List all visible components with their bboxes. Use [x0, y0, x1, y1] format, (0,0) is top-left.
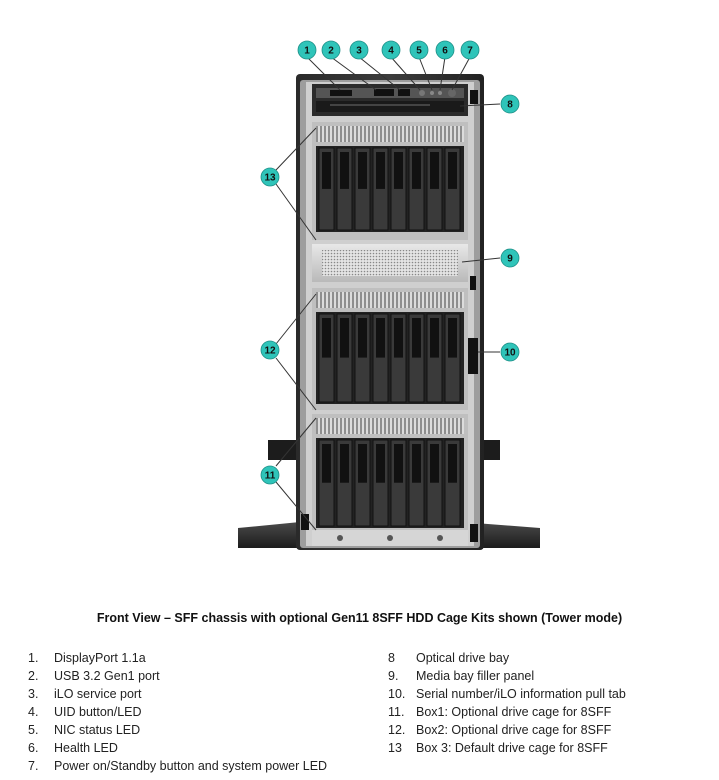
displayport-port: [330, 90, 352, 96]
legend-item: 2. USB 3.2 Gen1 port: [28, 667, 327, 685]
legend-item-text: Power on/Standby button and system power…: [54, 759, 328, 773]
legend-item-number: 1.: [28, 651, 39, 665]
callout-label: 5: [416, 46, 422, 57]
ilo-service-port: [398, 89, 410, 96]
callout-13: 13: [260, 167, 280, 187]
legend-item-text: NIC status LED: [54, 723, 141, 737]
callout-label: 11: [265, 471, 276, 482]
media-bay-filler-panel: [312, 244, 468, 282]
callout-10: 10: [500, 342, 520, 362]
figure-caption: Front View – SFF chassis with optional G…: [96, 611, 623, 625]
legend-item-number: 13: [388, 741, 402, 755]
callout-6: 6: [435, 40, 455, 60]
callout-label: 6: [442, 46, 448, 57]
legend-item-number: 8: [388, 651, 395, 665]
legend-item: 8 Optical drive bay: [388, 649, 626, 667]
callout-5: 5: [409, 40, 429, 60]
legend-item-text: Health LED: [54, 741, 118, 755]
callout-label: 1: [304, 46, 310, 57]
legend-item-number: 11.: [388, 705, 405, 719]
legend-item-number: 4.: [28, 705, 39, 719]
legend-item-number: 3.: [28, 687, 39, 701]
legend-item-text: iLO service port: [54, 687, 142, 701]
callout-label: 12: [264, 346, 276, 357]
foot-left: [238, 522, 300, 548]
legend-item: 11. Box1: Optional drive cage for 8SFF: [388, 703, 626, 721]
nic-status-led: [430, 91, 434, 95]
callout-4: 4: [381, 40, 401, 60]
legend-left-column: 1. DisplayPort 1.1a 2. USB 3.2 Gen1 port 3. i…: [28, 649, 327, 775]
legend-item-text: Box1: Optional drive cage for 8SFF: [416, 705, 612, 719]
legend-item-number: 6.: [28, 741, 39, 755]
legend-item-number: 5.: [28, 723, 39, 737]
legend-item-text: Box 3: Default drive cage for 8SFF: [416, 741, 608, 755]
usb-port: [374, 89, 394, 96]
callout-3: 3: [349, 40, 369, 60]
legend-item-number: 9.: [388, 669, 399, 683]
legend-item: 4. UID button/LED: [28, 703, 327, 721]
legend-item: 7. Power on/Standby button and system pow…: [28, 757, 327, 775]
callout-9: 9: [500, 248, 520, 268]
legend-item-text: Box2: Optional drive cage for 8SFF: [416, 723, 612, 737]
serial-pull-tab: [468, 338, 478, 374]
callout-label: 10: [504, 348, 516, 359]
optical-drive-bay: [316, 101, 464, 112]
legend-item-text: Optical drive bay: [416, 651, 510, 665]
callout-1: 1: [297, 40, 317, 60]
legend-item: 9. Media bay filler panel: [388, 667, 626, 685]
callout-label: 9: [507, 254, 513, 265]
callout-label: 8: [507, 100, 513, 111]
uid-button: [419, 90, 425, 96]
health-led: [438, 91, 442, 95]
legend-item: 3. iLO service port: [28, 685, 327, 703]
callout-lines: [275, 56, 501, 531]
legend-item: 1. DisplayPort 1.1a: [28, 649, 327, 667]
legend-item: 13 Box 3: Default drive cage for 8SFF: [388, 739, 626, 757]
legend-right-column: 8 Optical drive bay 9. Media bay filler pan…: [388, 649, 626, 757]
callout-label: 4: [388, 46, 394, 57]
legend-item-text: DisplayPort 1.1a: [54, 651, 146, 665]
legend-item-number: 12.: [388, 723, 406, 737]
callout-11: 11: [260, 465, 280, 485]
power-button: [448, 89, 456, 97]
callout-7: 7: [460, 40, 480, 60]
legend-item: 10. Serial number/iLO information pull ta…: [388, 685, 626, 703]
callout-label: 3: [356, 46, 362, 57]
callout-12: 12: [260, 340, 280, 360]
callout-label: 13: [264, 173, 276, 184]
callout-label: 2: [328, 46, 334, 57]
legend-item-text: Media bay filler panel: [416, 669, 535, 683]
legend-item-number: 10.: [388, 687, 406, 701]
legend-item-number: 7.: [28, 759, 39, 773]
legend-item-text: Serial number/iLO information pull tab: [416, 687, 626, 701]
legend-item: 6. Health LED: [28, 739, 327, 757]
callout-8: 8: [500, 94, 520, 114]
legend-item: 12. Box2: Optional drive cage for 8SFF: [388, 721, 626, 739]
callout-label: 7: [467, 46, 473, 57]
legend-item-text: UID button/LED: [54, 705, 142, 719]
legend-item-number: 2.: [28, 669, 39, 683]
callout-2: 2: [321, 40, 341, 60]
legend-item: 5. NIC status LED: [28, 721, 327, 739]
legend-item-text: USB 3.2 Gen1 port: [54, 669, 160, 683]
